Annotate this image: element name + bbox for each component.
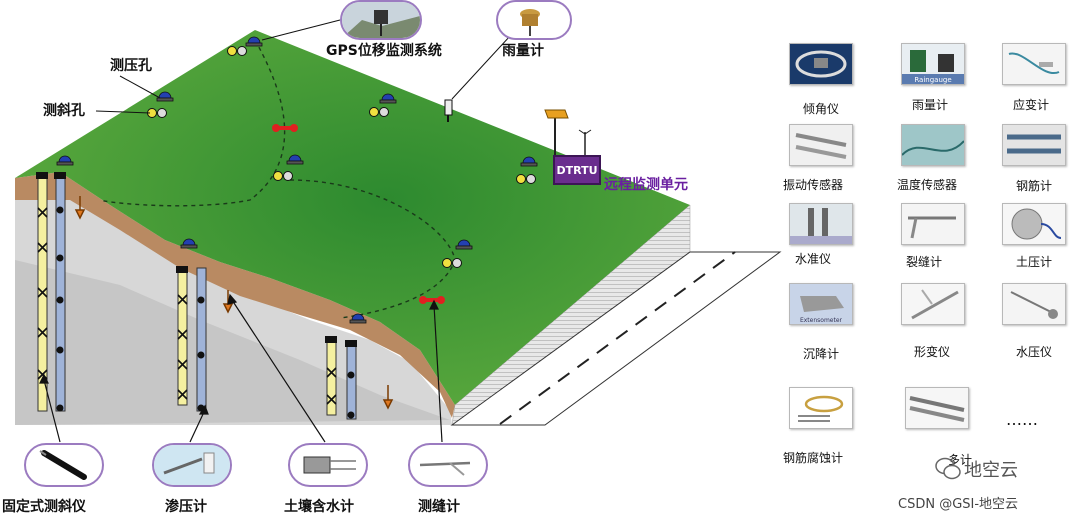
vibration-sensor-icon — [795, 133, 847, 159]
gps-station-icon — [342, 2, 420, 38]
crack-meter-bottom-label: 测缝计 — [418, 499, 460, 515]
temperature-sensor-thumb — [901, 124, 965, 166]
multipoint-meter-icon — [909, 396, 965, 422]
raingauge-thumb: Raingauge — [901, 43, 965, 85]
tiltmeter-thumb — [789, 43, 853, 85]
gps-station-oval — [340, 0, 422, 40]
soil-moisture-label: 土壤含水计 — [284, 499, 354, 515]
piezometer-icon — [154, 445, 230, 485]
soil-moisture-oval — [288, 443, 368, 487]
settlement-gauge-thumb: Extensometer — [789, 283, 853, 325]
instrument-label-5: 钢筋计 — [1016, 179, 1053, 193]
inclinometer-probe-icon — [39, 450, 87, 480]
rain-gauge-icon — [520, 9, 540, 36]
crack-meter-icon — [419, 461, 471, 476]
temperature-sensor-icon — [902, 125, 964, 165]
earth-pressure-thumb — [1002, 203, 1066, 245]
grass-surface — [15, 30, 690, 405]
rebar-corrosion-thumb — [789, 387, 853, 429]
strain-gauge-thumb — [1002, 43, 1066, 85]
water-pressure-icon — [1010, 291, 1058, 319]
wechat-icon — [935, 457, 961, 480]
settlement-gauge-icon: Extensometer — [800, 296, 844, 324]
instrument-label-8: 土压计 — [1016, 255, 1053, 269]
instrument-label-7: 裂缝计 — [906, 255, 943, 269]
instrument-label-4: 温度传感器 — [897, 178, 958, 192]
instrument-label-0: 倾角仪 — [803, 102, 840, 116]
pressure-hole-label: 测压孔 — [110, 58, 152, 74]
piezometer-oval — [152, 443, 232, 487]
instrument-label-2: 应变计 — [1013, 98, 1050, 112]
instrument-label-1: 雨量计 — [912, 98, 949, 112]
rebar-meter-icon — [1007, 134, 1061, 154]
instrument-label-10: 形变仪 — [914, 345, 951, 359]
multipoint-meter-thumb — [905, 387, 969, 429]
watermark-brand: 地空云 — [964, 460, 1018, 481]
strain-gauge-icon — [1008, 52, 1060, 75]
rebar-corrosion-icon — [798, 395, 844, 422]
bedrock-shade — [15, 260, 450, 425]
level-meter-icon — [790, 208, 852, 244]
crack-meter-oval — [408, 443, 488, 487]
crack-gauge-icon — [908, 216, 956, 239]
instrument-label-3: 振动传感器 — [783, 178, 844, 192]
rebar-meter-thumb — [1002, 124, 1066, 166]
remote-unit-label: 远程监测单元 — [604, 177, 688, 193]
vibration-sensor-thumb — [789, 124, 853, 166]
crack-gauge-thumb — [901, 203, 965, 245]
watermark-credit: CSDN @GSI-地空云 — [898, 497, 1019, 512]
instrument-label-6: 水准仪 — [795, 252, 832, 266]
level-meter-thumb — [789, 203, 853, 245]
raingauge-thumb-text: Raingauge — [914, 76, 951, 84]
earth-pressure-icon — [1011, 208, 1062, 240]
rain-gauge-top-label: 雨量计 — [502, 43, 544, 59]
inclinometer-hole-label: 测斜孔 — [43, 103, 85, 119]
deformation-meter-icon — [911, 289, 959, 320]
raingauge-icon: Raingauge — [902, 50, 964, 84]
tiltmeter-icon — [795, 50, 847, 78]
dtrtu-box: DTRTU — [553, 155, 601, 185]
gps-system-label: GPS位移监测系统 — [326, 43, 442, 59]
rain-gauge-oval — [496, 0, 572, 40]
piezometer-label: 渗压计 — [165, 499, 207, 515]
instrument-label-12: 钢筋腐蚀计 — [783, 451, 844, 465]
water-pressure-thumb — [1002, 283, 1066, 325]
instrument-label-9: 沉降计 — [803, 347, 840, 361]
fixed-inclinometer-oval — [24, 443, 104, 487]
fixed-inclinometer-label: 固定式测斜仪 — [2, 499, 86, 515]
settlement-thumb-text: Extensometer — [800, 317, 843, 324]
deformation-meter-thumb — [901, 283, 965, 325]
instrument-label-11: 水压仪 — [1016, 345, 1053, 359]
soil-moisture-sensor-icon — [303, 456, 356, 474]
more-instruments-ellipsis: …… — [1006, 410, 1038, 429]
